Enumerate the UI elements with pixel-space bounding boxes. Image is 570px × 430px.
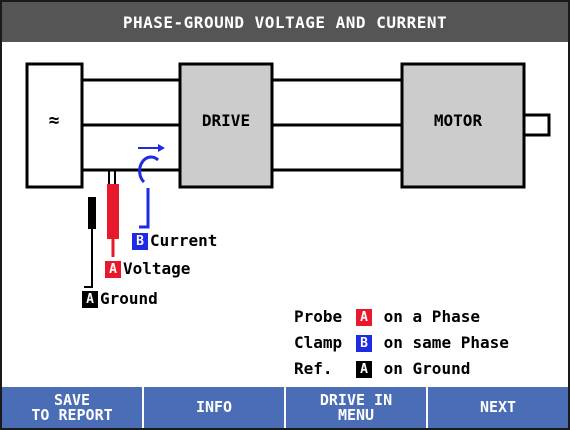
- wiring-diagram-svg: ≈ DRIVE MOTOR: [25, 62, 551, 288]
- ground-probe-tip: [88, 197, 96, 229]
- source-box: [25, 62, 84, 189]
- ground-label: Ground: [100, 289, 158, 308]
- instruction-text: on same Phase: [383, 333, 509, 352]
- drive-in-menu-button[interactable]: DRIVE IN MENU: [284, 387, 426, 428]
- voltage-badge: A: [105, 261, 121, 278]
- current-direction-arrow-icon: [158, 144, 165, 152]
- clamp-badge: B: [132, 233, 148, 250]
- instruction-row: Ref. A on Ground: [294, 360, 509, 378]
- drive-label: DRIVE: [202, 111, 250, 130]
- ground-badge: A: [82, 291, 98, 308]
- motor-shaft: [522, 113, 551, 137]
- info-button[interactable]: INFO: [142, 387, 284, 428]
- instruction-key: Probe: [294, 307, 343, 326]
- instruction-row: Clamp B on same Phase: [294, 334, 509, 352]
- softkey-label: INFO: [195, 398, 233, 416]
- instruction-badge: A: [356, 309, 372, 326]
- instruction-key: Clamp: [294, 333, 343, 352]
- instruction-badge: A: [356, 361, 372, 378]
- ac-source-icon: ≈: [49, 110, 60, 131]
- instruction-row: Probe A on a Phase: [294, 308, 509, 326]
- instruction-text: on Ground: [383, 359, 471, 378]
- title-bar: PHASE-GROUND VOLTAGE AND CURRENT: [2, 2, 568, 42]
- instruction-badge: B: [356, 335, 372, 352]
- softkey-label: DRIVE IN MENU: [319, 390, 393, 424]
- instruction-key: Ref.: [294, 359, 333, 378]
- save-to-report-button[interactable]: SAVE TO REPORT: [2, 387, 142, 428]
- softkey-bar: SAVE TO REPORT INFO DRIVE IN MENU NEXT: [2, 387, 568, 428]
- instruction-text: on a Phase: [383, 307, 480, 326]
- motor-label: MOTOR: [434, 111, 483, 130]
- page-title: PHASE-GROUND VOLTAGE AND CURRENT: [122, 12, 448, 32]
- voltage-label: Voltage: [123, 259, 191, 278]
- current-label: Current: [150, 231, 218, 250]
- current-lead: [139, 188, 150, 229]
- ground-lead: [84, 229, 93, 288]
- voltage-probe-body: [107, 184, 119, 239]
- next-button[interactable]: NEXT: [426, 387, 568, 428]
- drive-box: [178, 62, 274, 189]
- softkey-label: NEXT: [479, 398, 517, 416]
- current-clamp-icon: [138, 155, 160, 184]
- softkey-label: SAVE TO REPORT: [31, 390, 113, 424]
